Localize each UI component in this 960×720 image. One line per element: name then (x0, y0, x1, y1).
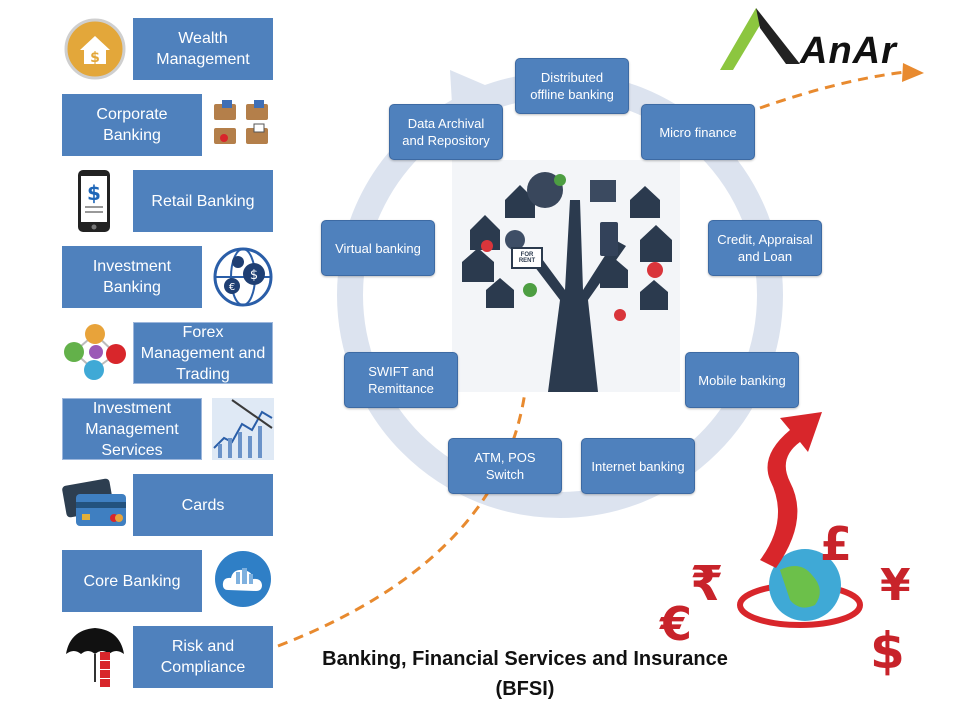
mobile-dollar-icon: $ (76, 168, 112, 234)
forex-label: Forex Management and Trading (140, 323, 266, 383)
cards-label: Cards (181, 496, 225, 514)
cycle-node-swift: SWIFT and Remittance (344, 352, 458, 408)
cycle-node-atm-pos: ATM, POS Switch (448, 438, 562, 494)
svg-text:$: $ (90, 50, 100, 66)
core-banking-label: Core Banking (83, 572, 181, 590)
tree-leaves-icon (462, 172, 672, 321)
house-dollar-icon: $ (64, 18, 126, 80)
cycle-node-mobile-banking: Mobile banking (685, 352, 799, 408)
forex-box: Forex Management and Trading (133, 322, 273, 384)
logo-wordmark: AnAr (800, 30, 897, 72)
wealth-management-label: Wealth Management (156, 30, 250, 68)
cycle-node-label: Virtual banking (335, 240, 421, 256)
dashed-arrow-from-risk (277, 391, 527, 648)
svg-text:$: $ (250, 268, 258, 283)
cycle-node-label: Credit, Appraisal and Loan (717, 232, 813, 264)
briefcase-cards-icon (210, 98, 274, 152)
red-rising-arrow-icon (760, 412, 822, 568)
cycle-node-label: Micro finance (659, 124, 737, 140)
retail-banking-label: Retail Banking (151, 192, 255, 210)
page-title: Banking, Financial Services and Insuranc… (270, 644, 780, 704)
cycle-node-label: SWIFT and Remittance (368, 364, 434, 396)
dollar-symbol-icon: $ (870, 622, 905, 680)
cycle-node-data-archival: Data Archival and Repository (389, 104, 503, 160)
stock-chart-icon (212, 398, 274, 460)
wealth-management-box: Wealth Management (133, 18, 273, 80)
cycle-node-virtual-banking: Virtual banking (321, 220, 435, 276)
investment-banking-box: Investment Banking (62, 246, 202, 308)
for-rent-sign-text: FOR RENT (518, 252, 536, 264)
cards-box: Cards (133, 474, 273, 536)
svg-text:$: $ (87, 181, 101, 205)
cycle-node-credit-appraisal: Credit, Appraisal and Loan (708, 220, 822, 276)
svg-text:€: € (229, 282, 235, 293)
corporate-banking-box: Corporate Banking (62, 94, 202, 156)
investment-banking-label: Investment Banking (92, 258, 172, 296)
umbrella-risk-icon (62, 624, 128, 688)
logo-mark-green (720, 8, 763, 70)
risk-compliance-box: Risk and Compliance (133, 626, 273, 688)
cloud-server-icon (214, 550, 272, 608)
investment-management-label: Investment Management Services (85, 399, 179, 459)
currency-molecule-icon (60, 320, 130, 384)
cycle-node-label: Distributed offline banking (530, 70, 614, 102)
pound-symbol-icon: £ (820, 517, 852, 571)
cycle-node-distributed-offline: Distributed offline banking (515, 58, 629, 114)
globe-currency-icon: $ € (212, 246, 274, 308)
yen-symbol-icon: ¥ (880, 560, 911, 611)
cycle-node-micro-finance: Micro finance (641, 104, 755, 160)
retail-banking-box: Retail Banking (133, 170, 273, 232)
cycle-node-label: Data Archival and Repository (402, 116, 490, 148)
investment-management-box: Investment Management Services (62, 398, 202, 460)
title-line-1: Banking, Financial Services and Insuranc… (322, 648, 728, 670)
logo-mark-dark (756, 8, 800, 64)
dashed-arrow-to-logo (759, 70, 906, 110)
cycle-node-label: Mobile banking (698, 372, 786, 388)
for-rent-sign (511, 247, 543, 269)
corporate-banking-label: Corporate Banking (96, 106, 168, 144)
risk-compliance-label: Risk and Compliance (160, 638, 246, 676)
cycle-ring-arrowhead (450, 70, 492, 104)
tree-trunk-icon (522, 200, 626, 392)
core-banking-box: Core Banking (62, 550, 202, 612)
dashed-arrow-to-logo-head (902, 63, 924, 82)
credit-cards-icon (62, 476, 128, 532)
rupee-symbol-icon: ₹ (690, 556, 723, 612)
cycle-node-internet-banking: Internet banking (581, 438, 695, 494)
cycle-node-label: Internet banking (591, 458, 685, 474)
euro-symbol-icon: € (659, 597, 692, 651)
title-line-2: (BFSI) (495, 678, 555, 700)
cycle-node-label: ATM, POS Switch (474, 450, 536, 482)
